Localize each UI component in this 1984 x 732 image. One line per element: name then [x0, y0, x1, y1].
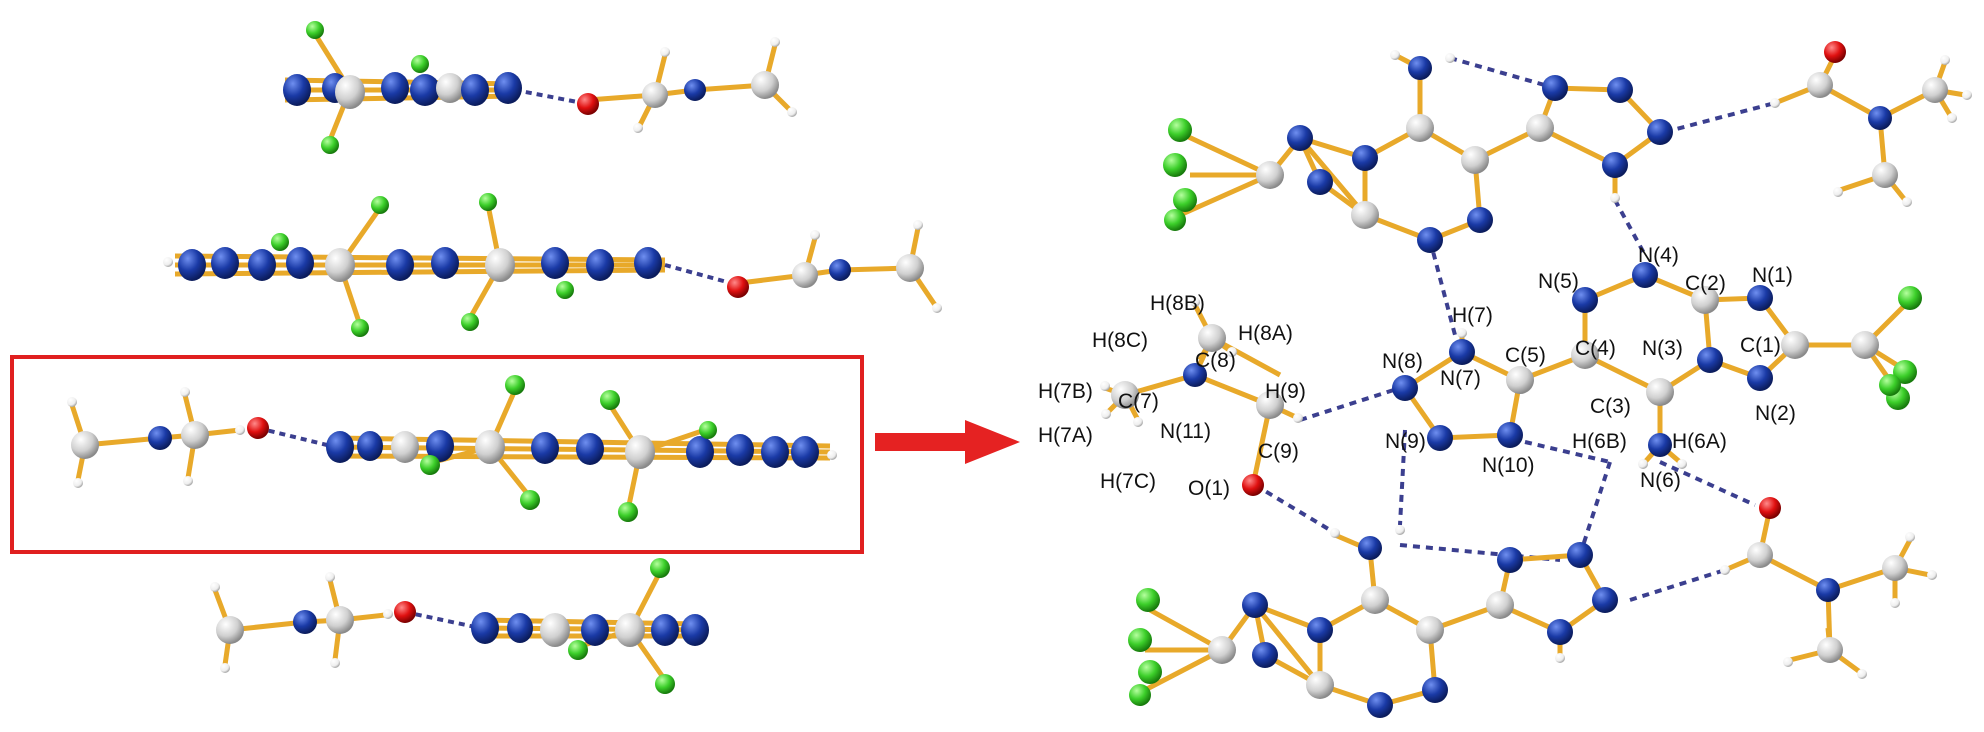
label-H7B: H(7B) — [1038, 380, 1093, 403]
highlight-frame — [10, 355, 864, 554]
label-N6: N(6) — [1640, 469, 1681, 492]
label-C1: C(1) — [1740, 334, 1781, 357]
label-N1: N(1) — [1752, 264, 1793, 287]
layer-view-3-highlighted — [67, 375, 837, 522]
molecule-central — [1100, 262, 1922, 496]
molecule-top — [1163, 41, 1972, 253]
label-H8C: H(8C) — [1092, 329, 1148, 352]
label-C2: C(2) — [1685, 272, 1726, 295]
right-arrow — [875, 420, 1020, 464]
label-N10: N(10) — [1482, 454, 1535, 477]
label-N8: N(8) — [1382, 350, 1423, 373]
label-H7C: H(7C) — [1100, 470, 1156, 493]
label-H9: H(9) — [1265, 380, 1306, 403]
label-N3: N(3) — [1642, 337, 1683, 360]
label-C7: C(7) — [1118, 390, 1159, 413]
layer-view-4 — [210, 558, 709, 694]
label-N2: N(2) — [1755, 402, 1796, 425]
label-C9: C(9) — [1258, 440, 1299, 463]
label-H6A: H(6A) — [1672, 430, 1727, 453]
label-N7: N(7) — [1440, 367, 1481, 390]
label-C4: C(4) — [1575, 337, 1616, 360]
label-N11: N(11) — [1160, 420, 1211, 443]
label-H7: H(7) — [1452, 304, 1493, 327]
label-H7A: H(7A) — [1038, 424, 1093, 447]
atom-labels: H(8B) H(8C) H(8A) C(8) H(7B) C(7) H(7A) … — [1038, 244, 1796, 500]
label-H6B: H(6B) — [1572, 430, 1627, 453]
label-O1: O(1) — [1188, 477, 1230, 500]
label-N4: N(4) — [1638, 244, 1679, 267]
label-H8A: H(8A) — [1238, 322, 1293, 345]
molecule-right-dmf — [1720, 497, 1937, 679]
hydrogen-bonds — [1253, 56, 1776, 602]
layer-view-1 — [283, 21, 797, 154]
label-C5: C(5) — [1505, 344, 1546, 367]
molecule-bottom — [1128, 525, 1618, 718]
label-H8B: H(8B) — [1150, 292, 1205, 315]
label-C8: C(8) — [1195, 349, 1236, 372]
layer-view-2 — [163, 193, 942, 337]
label-N5: N(5) — [1538, 270, 1579, 293]
label-C3: C(3) — [1590, 395, 1631, 418]
label-N9: N(9) — [1385, 430, 1426, 453]
